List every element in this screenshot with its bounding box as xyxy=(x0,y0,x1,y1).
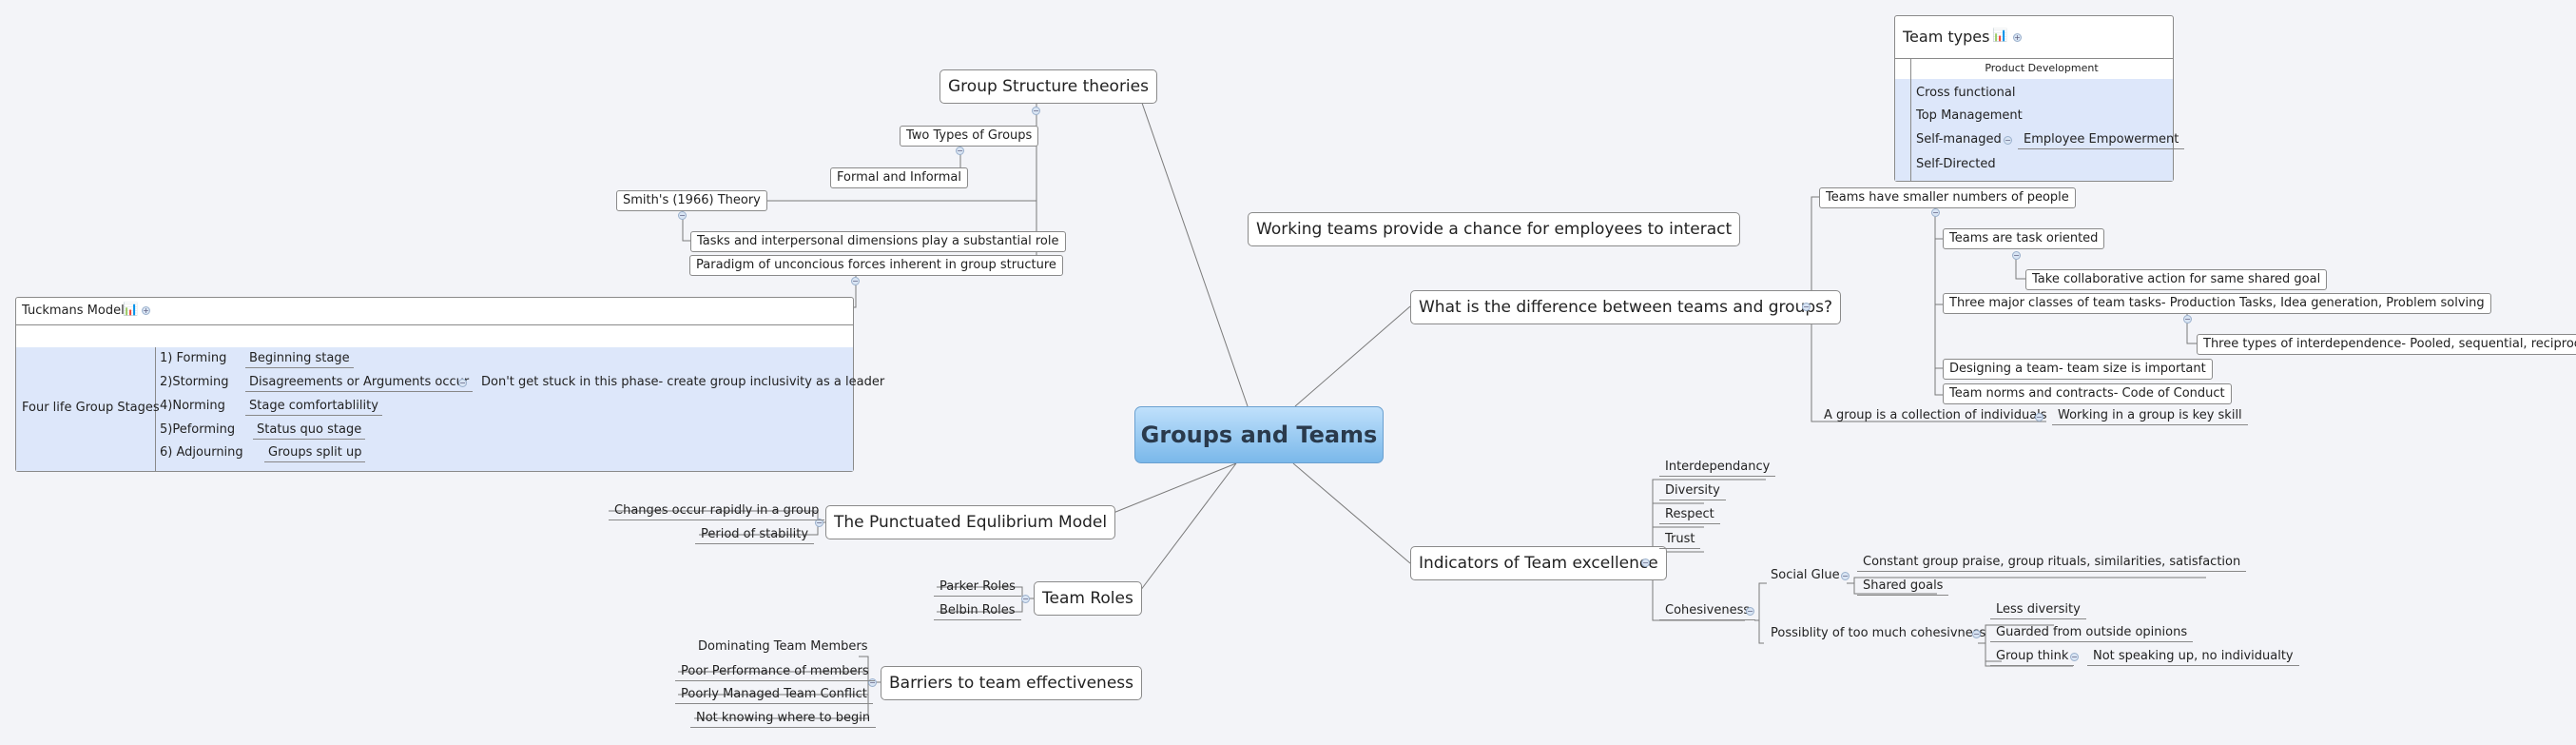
collapse-toggle-icon[interactable]: − xyxy=(1972,630,1981,638)
paradigm-node[interactable]: Paradigm of unconcious forces inherent i… xyxy=(689,255,1063,276)
too-much-cohesiveness-node[interactable]: Possiblity of too much cohesivness xyxy=(1771,626,1986,640)
excellence-item[interactable]: Cohesiveness xyxy=(1659,602,1756,620)
cohesiveness-risk-item[interactable]: Group think xyxy=(1990,648,2075,666)
collapse-toggle-icon[interactable]: − xyxy=(956,147,964,155)
collapse-toggle-icon[interactable]: − xyxy=(2183,315,2192,323)
stage-adjourning[interactable]: 6) Adjourning xyxy=(160,445,243,460)
stage-storming[interactable]: 2)Storming xyxy=(160,375,229,389)
collapse-toggle-icon[interactable]: − xyxy=(1746,607,1754,616)
collapse-toggle-icon[interactable]: − xyxy=(1802,303,1811,311)
smaller-numbers-node[interactable]: Teams have smaller numbers of people xyxy=(1819,187,2076,208)
collapse-toggle-icon[interactable]: − xyxy=(458,379,467,387)
collapse-toggle-icon[interactable]: − xyxy=(815,519,823,527)
collapse-toggle-icon[interactable]: − xyxy=(868,678,877,687)
cohesiveness-risk-item[interactable]: Guarded from outside opinions xyxy=(1990,624,2194,642)
central-topic[interactable]: Groups and Teams xyxy=(1134,406,1384,463)
four-life-stages-label: Four life Group Stages xyxy=(22,401,160,415)
team-type-item[interactable]: Self-Directed xyxy=(1916,157,1996,171)
stage-forming-desc[interactable]: Beginning stage xyxy=(245,350,354,368)
social-glue-item[interactable]: Constant group praise, group rituals, si… xyxy=(1857,554,2247,572)
tuckman-model-matrix[interactable]: Tuckmans Model 📊 + Four life Group Stage… xyxy=(15,297,854,472)
social-glue-item[interactable]: Shared goals xyxy=(1857,578,1949,596)
stage-forming[interactable]: 1) Forming xyxy=(160,351,227,365)
role-item[interactable]: Parker Roles xyxy=(934,578,1021,597)
product-development-header: Product Development xyxy=(1985,62,2099,74)
designing-team-node[interactable]: Designing a team- team size is important xyxy=(1943,359,2213,380)
three-classes-node[interactable]: Three major classes of team tasks- Produ… xyxy=(1943,293,2491,314)
formal-informal-node[interactable]: Formal and Informal xyxy=(830,167,969,188)
stage-adjourning-desc[interactable]: Groups split up xyxy=(264,444,366,462)
excellence-item[interactable]: Respect xyxy=(1659,506,1720,524)
punctuated-item[interactable]: Period of stability xyxy=(695,526,815,544)
employee-empowerment-node[interactable]: Employee Empowerment xyxy=(2018,131,2185,149)
group-structure-topic[interactable]: Group Structure theories xyxy=(939,69,1157,104)
collection-node[interactable]: A group is a collection of individuals xyxy=(1824,408,2047,422)
key-skill-node[interactable]: Working in a group is key skill xyxy=(2052,407,2248,425)
collapse-toggle-icon[interactable]: − xyxy=(1841,572,1850,580)
collaborative-node[interactable]: Take collaborative action for same share… xyxy=(2025,269,2328,290)
team-types-title: Team types xyxy=(1903,28,1990,46)
collapse-toggle-icon[interactable]: − xyxy=(1641,559,1650,567)
barrier-item[interactable]: Dominating Team Members xyxy=(698,639,868,654)
working-teams-topic[interactable]: Working teams provide a chance for emplo… xyxy=(1248,212,1741,246)
stage-performing[interactable]: 5)Peforming xyxy=(160,422,236,437)
collapse-toggle-icon[interactable]: − xyxy=(1021,595,1030,603)
team-excellence-topic[interactable]: Indicators of Team excellence xyxy=(1410,546,1667,580)
team-norms-node[interactable]: Team norms and contracts- Code of Conduc… xyxy=(1943,383,2232,404)
collapse-toggle-icon[interactable]: − xyxy=(2012,251,2021,260)
excellence-item[interactable]: Trust xyxy=(1659,531,1701,549)
tasks-dimensions-node[interactable]: Tasks and interpersonal dimensions play … xyxy=(690,231,1066,252)
team-types-matrix[interactable]: Team types 📊 + Product Development xyxy=(1894,15,2174,182)
stage-norming-desc[interactable]: Stage comfortablility xyxy=(245,398,382,416)
team-type-item[interactable]: Self-managed xyxy=(1916,132,2002,147)
barriers-topic[interactable]: Barriers to team effectiveness xyxy=(881,666,1143,700)
stage-storming-desc[interactable]: Disagreements or Arguments occur xyxy=(245,374,474,392)
collapse-toggle-icon[interactable]: − xyxy=(2035,413,2043,422)
collapse-toggle-icon[interactable]: − xyxy=(1032,107,1040,115)
collapse-toggle-icon[interactable]: − xyxy=(851,277,860,285)
tuckman-title: Tuckmans Model xyxy=(22,304,125,318)
chart-icon: 📊 xyxy=(123,303,139,317)
excellence-item[interactable]: Interdependancy xyxy=(1659,459,1776,477)
stage-performing-desc[interactable]: Status quo stage xyxy=(253,422,366,440)
team-type-item[interactable]: Cross functional xyxy=(1916,86,2016,100)
collapse-toggle-icon[interactable]: − xyxy=(2004,136,2012,145)
barrier-item[interactable]: Not knowing where to begin xyxy=(690,710,877,728)
punctuated-equilibrium-topic[interactable]: The Punctuated Equlibrium Model xyxy=(825,505,1116,539)
barrier-item[interactable]: Poor Performance of members xyxy=(675,663,875,681)
punctuated-item[interactable]: Changes occur rapidly in a group xyxy=(609,502,825,520)
add-icon[interactable]: + xyxy=(2013,33,2022,42)
social-glue-node[interactable]: Social Glue xyxy=(1771,568,1840,582)
add-icon[interactable]: + xyxy=(142,306,150,315)
collapse-toggle-icon[interactable]: − xyxy=(1931,208,1940,217)
stage-norming[interactable]: 4)Norming xyxy=(160,399,225,413)
team-type-item[interactable]: Top Management xyxy=(1916,108,2023,123)
role-item[interactable]: Belbin Roles xyxy=(934,602,1021,620)
barrier-item[interactable]: Poorly Managed Team Conflict xyxy=(675,686,873,704)
collapse-toggle-icon[interactable]: − xyxy=(2070,653,2079,661)
collapse-toggle-icon[interactable]: − xyxy=(678,211,687,220)
groupthink-node[interactable]: Not speaking up, no individualty xyxy=(2087,648,2299,666)
storming-advice[interactable]: Don't get stuck in this phase- create gr… xyxy=(481,375,885,389)
chart-icon: 📊 xyxy=(1992,29,2008,43)
cohesiveness-risk-item[interactable]: Less diversity xyxy=(1990,601,2086,619)
smith-theory-node[interactable]: Smith's (1966) Theory xyxy=(616,190,767,211)
task-oriented-node[interactable]: Teams are task oriented xyxy=(1943,228,2105,249)
teams-vs-groups-topic[interactable]: What is the difference between teams and… xyxy=(1410,290,1842,324)
excellence-item[interactable]: Diversity xyxy=(1659,482,1726,500)
interdependence-node[interactable]: Three types of interdependence- Pooled, … xyxy=(2197,334,2576,355)
two-types-node[interactable]: Two Types of Groups xyxy=(900,126,1039,147)
team-roles-topic[interactable]: Team Roles xyxy=(1034,581,1142,616)
